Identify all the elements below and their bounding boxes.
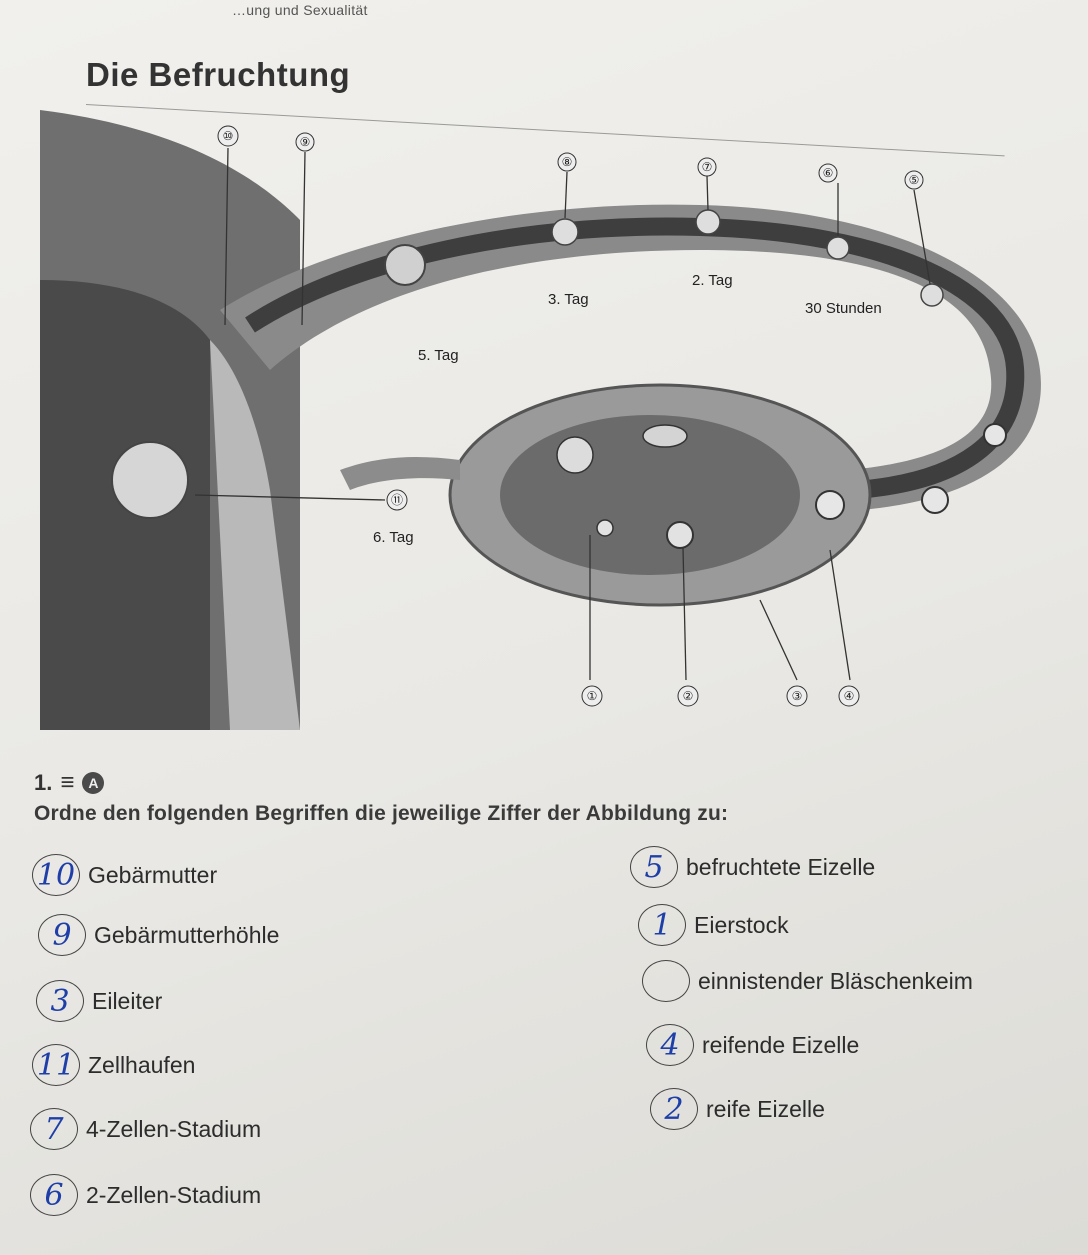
term-label: Eierstock (694, 911, 789, 938)
egg-tube-upper (983, 423, 1007, 447)
term-label: 2-Zellen-Stadium (86, 1181, 262, 1208)
answer-circle[interactable]: 1 (638, 904, 686, 946)
term-label: Gebärmutter (88, 861, 218, 888)
label-day6: 6. Tag (373, 529, 414, 546)
fertilization-illustration: ⑩ ⑨ ⑧ ⑦ ⑥ ⑤ ⑪ ① ② ③ ④ 2. Tag 3. Tag 30 S… (0, 110, 1088, 730)
svg-text:⑨: ⑨ (300, 135, 311, 149)
running-header: …ung und Sexualität (232, 2, 368, 18)
svg-text:⑪: ⑪ (391, 493, 403, 507)
answer-circle[interactable]: 5 (630, 846, 678, 888)
follicle-ripe (666, 521, 694, 549)
task-instruction: Ordne den folgenden Begriffen die jeweil… (34, 802, 729, 825)
answer-circle[interactable]: 9 (38, 914, 86, 956)
answer-circle[interactable]: 2 (650, 1088, 698, 1130)
stage-6 (826, 236, 850, 260)
label-day2: 2. Tag (692, 272, 733, 289)
svg-text:③: ③ (792, 689, 803, 703)
term-eileiter[interactable]: 3 Eileiter (36, 980, 162, 1022)
marker-6: ⑥ (818, 163, 838, 183)
term-label: einnistender Bläschenkeim (698, 967, 973, 994)
marker-4: ④ (838, 685, 860, 707)
uterus-cavity (210, 340, 300, 730)
ovarian-ligament (340, 457, 460, 490)
term-reifende-eizelle[interactable]: 4 reifende Eizelle (646, 1024, 859, 1066)
marker-5: ⑤ (904, 170, 924, 190)
svg-text:④: ④ (844, 689, 855, 703)
corpus-albicans (642, 424, 688, 448)
term-reife-eizelle[interactable]: 2 reife Eizelle (650, 1088, 825, 1130)
task-number: 1. (34, 770, 53, 795)
marker-7: ⑦ (697, 157, 717, 177)
stage-7 (695, 209, 721, 235)
svg-text:①: ① (587, 689, 598, 703)
term-eierstock[interactable]: 1 Eierstock (638, 904, 789, 946)
marker-3: ③ (786, 685, 808, 707)
egg-ovulated (815, 490, 845, 520)
answer-circle[interactable] (642, 960, 690, 1002)
term-label: reife Eizelle (706, 1095, 825, 1122)
corpus-luteum (556, 436, 594, 474)
task-list-icon: ≡ (60, 769, 75, 796)
answer-circle[interactable]: 7 (30, 1108, 78, 1150)
page-title: Die Befruchtung (86, 56, 351, 93)
marker-9: ⑨ (295, 132, 315, 152)
term-label: Eileiter (92, 987, 163, 1014)
oviduct-lumen (245, 217, 1025, 517)
svg-text:⑧: ⑧ (562, 155, 573, 169)
term-label: 4-Zellen-Stadium (86, 1115, 262, 1142)
answer-circle[interactable]: 4 (646, 1024, 694, 1066)
svg-text:⑩: ⑩ (223, 129, 234, 143)
term-gebaermutterhoehle[interactable]: 9 Gebärmutterhöhle (38, 914, 279, 956)
egg-tube (921, 486, 949, 514)
label-day3: 3. Tag (548, 291, 589, 308)
svg-text:⑥: ⑥ (823, 166, 834, 180)
label-day5: 5. Tag (418, 347, 459, 364)
label-30h: 30 Stunden (805, 300, 882, 317)
term-label: befruchtete Eizelle (686, 853, 876, 880)
term-befruchtete-eizelle[interactable]: 5 befruchtete Eizelle (630, 846, 875, 888)
stage-5 (920, 283, 944, 307)
marker-11: ⑪ (386, 489, 408, 511)
marker-8: ⑧ (557, 152, 577, 172)
oviduct-outer (220, 204, 1041, 530)
term-einnistender-blaeschenkeim[interactable]: einnistender Bläschenkeim (642, 960, 973, 1002)
term-label: reifende Eizelle (702, 1031, 860, 1058)
term-label: Zellhaufen (88, 1051, 196, 1078)
answer-circle[interactable]: 3 (36, 980, 84, 1022)
level-a-badge-icon: A (82, 772, 105, 794)
answer-circle[interactable]: 10 (32, 854, 80, 896)
morula (384, 244, 426, 286)
figure-markers: ⑩ ⑨ ⑧ ⑦ ⑥ ⑤ ⑪ ① ② ③ ④ (217, 125, 924, 707)
term-gebaermutter[interactable]: 10 Gebärmutter (32, 854, 217, 896)
marker-10: ⑩ (217, 125, 239, 147)
svg-text:②: ② (683, 689, 694, 703)
pointer-lines (194, 147, 931, 681)
answer-circle[interactable]: 11 (32, 1044, 80, 1086)
term-label: Gebärmutterhöhle (94, 921, 280, 948)
marker-2: ② (677, 685, 699, 707)
stage-8 (551, 218, 579, 246)
term-zellhaufen[interactable]: 11 Zellhaufen (32, 1044, 195, 1086)
svg-text:⑦: ⑦ (702, 160, 713, 174)
marker-1: ① (581, 685, 603, 707)
term-2-zellen-stadium[interactable]: 6 2-Zellen-Stadium (30, 1174, 261, 1216)
follicle-small (596, 519, 614, 537)
answer-circle[interactable]: 6 (30, 1174, 78, 1216)
blastocyst (111, 441, 189, 519)
svg-text:⑤: ⑤ (909, 173, 920, 187)
term-4-zellen-stadium[interactable]: 7 4-Zellen-Stadium (30, 1108, 261, 1150)
task-heading: 1. ≡ A (34, 769, 105, 796)
